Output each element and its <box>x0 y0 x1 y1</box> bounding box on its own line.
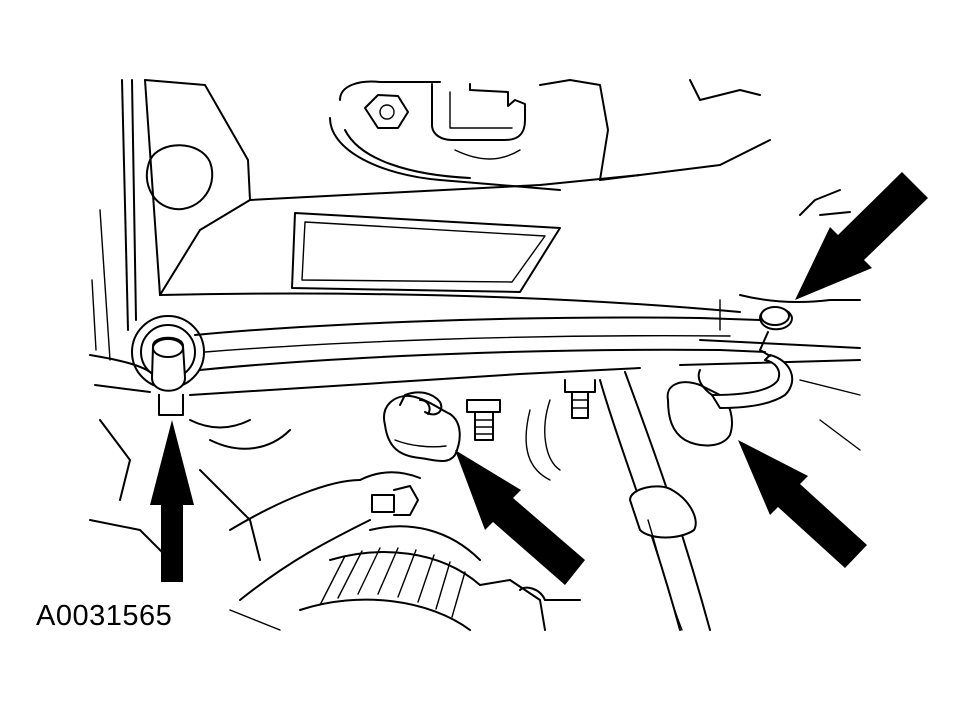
right-clip <box>666 306 794 447</box>
cross-rail <box>89 316 766 396</box>
mounting-studs <box>466 379 596 441</box>
shift-cable <box>599 371 711 631</box>
figure-id-label: A0031565 <box>36 600 173 632</box>
right-structure <box>679 189 861 451</box>
lower-assemblies <box>89 399 581 631</box>
upper-bracket <box>329 79 761 191</box>
left-pivot-pin <box>131 315 205 416</box>
arrow-up-icon <box>150 420 194 582</box>
arrow-up-left-icon <box>455 450 585 585</box>
arrow-up-left-icon <box>738 440 867 568</box>
arrow-down-left-icon <box>795 172 928 300</box>
center-clip <box>383 391 461 462</box>
